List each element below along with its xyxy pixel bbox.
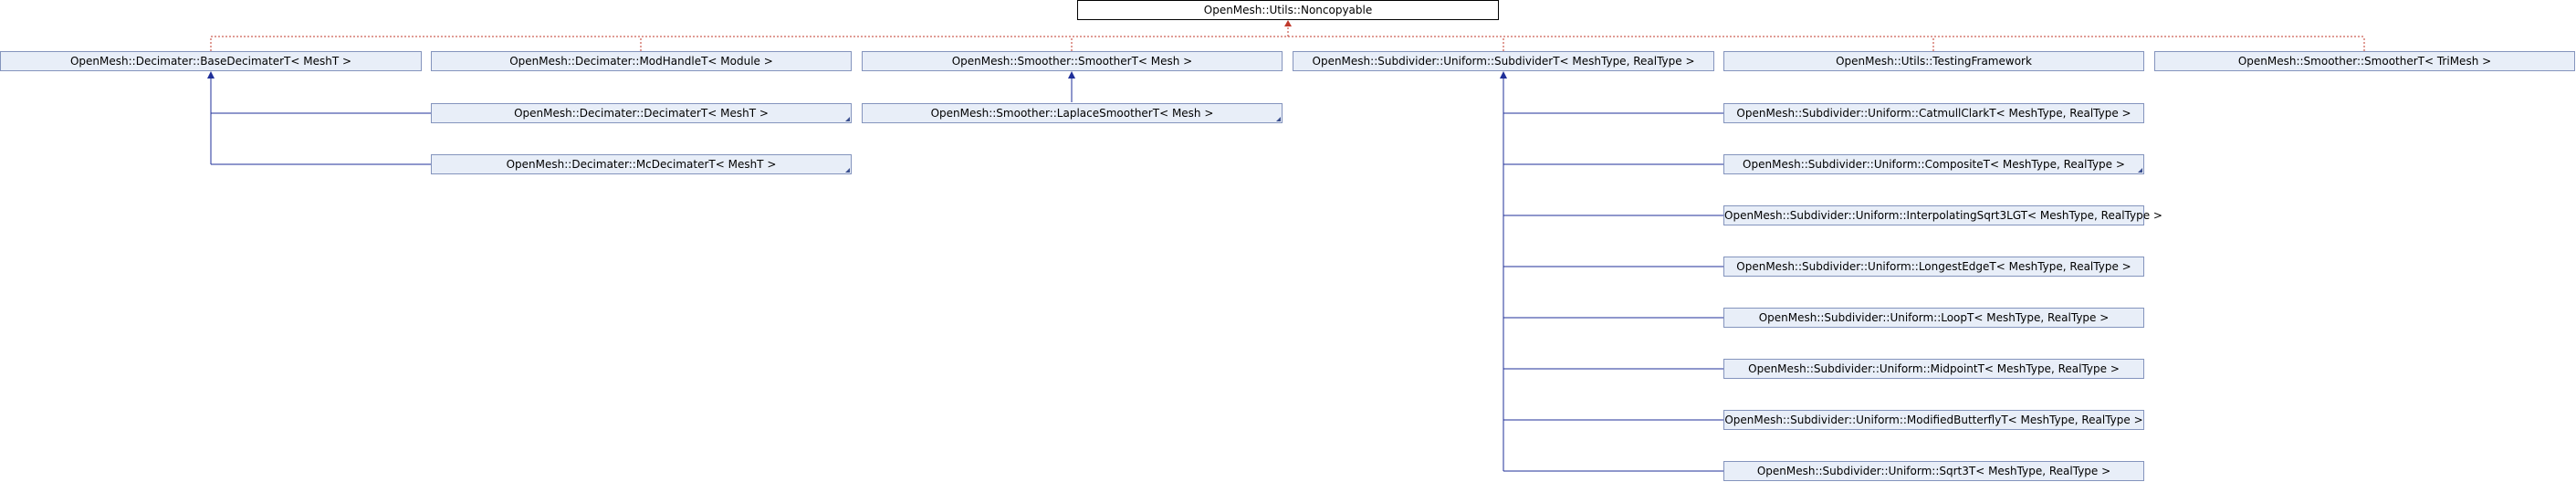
arrowhead-base-decimater xyxy=(207,71,215,79)
node-composite[interactable]: OpenMesh::Subdivider::Uniform::Composite… xyxy=(1723,154,2144,174)
node-laplace-smoother[interactable]: OpenMesh::Smoother::LaplaceSmootherT< Me… xyxy=(862,103,1283,123)
more-derived-marker-icon xyxy=(845,117,850,121)
node-mc-decimater[interactable]: OpenMesh::Decimater::McDecimaterT< MeshT… xyxy=(431,154,852,174)
node-laplace-smoother-label: OpenMesh::Smoother::LaplaceSmootherT< Me… xyxy=(930,107,1214,120)
node-catmull-clark[interactable]: OpenMesh::Subdivider::Uniform::CatmullCl… xyxy=(1723,103,2144,123)
node-interpolating-sqrt3lg[interactable]: OpenMesh::Subdivider::Uniform::Interpola… xyxy=(1723,205,2162,225)
node-composite-label: OpenMesh::Subdivider::Uniform::Composite… xyxy=(1743,158,2125,171)
node-loop[interactable]: OpenMesh::Subdivider::Uniform::LoopT< Me… xyxy=(1723,308,2144,328)
more-derived-marker-icon xyxy=(845,168,850,173)
node-noncopyable: OpenMesh::Utils::Noncopyable xyxy=(1077,0,1499,20)
node-decimater[interactable]: OpenMesh::Decimater::DecimaterT< MeshT > xyxy=(431,103,852,123)
node-decimater-label: OpenMesh::Decimater::DecimaterT< MeshT > xyxy=(514,107,769,120)
node-subdivider[interactable]: OpenMesh::Subdivider::Uniform::Subdivide… xyxy=(1293,51,1714,71)
node-testing-framework[interactable]: OpenMesh::Utils::TestingFramework xyxy=(1723,51,2144,71)
node-smoother-trimesh[interactable]: OpenMesh::Smoother::SmootherT< TriMesh > xyxy=(2154,51,2575,71)
node-modified-butterfly[interactable]: OpenMesh::Subdivider::Uniform::ModifiedB… xyxy=(1723,410,2144,430)
noncopyable-edges xyxy=(210,26,2365,51)
node-base-decimater[interactable]: OpenMesh::Decimater::BaseDecimaterT< Mes… xyxy=(0,51,422,71)
more-derived-marker-icon xyxy=(1276,117,1281,121)
base-decimater-edges xyxy=(210,77,431,165)
node-mod-handle[interactable]: OpenMesh::Decimater::ModHandleT< Module … xyxy=(431,51,852,71)
arrowhead-smoother xyxy=(1068,71,1075,79)
more-derived-marker-icon xyxy=(2138,168,2142,173)
arrowhead-noncopyable xyxy=(1284,20,1292,26)
node-midpoint[interactable]: OpenMesh::Subdivider::Uniform::MidpointT… xyxy=(1723,359,2144,379)
node-sqrt3[interactable]: OpenMesh::Subdivider::Uniform::Sqrt3T< M… xyxy=(1723,461,2144,481)
node-mc-decimater-label: OpenMesh::Decimater::McDecimaterT< MeshT… xyxy=(506,158,777,171)
subdivider-edges xyxy=(1503,77,1723,472)
arrowhead-subdivider xyxy=(1500,71,1507,79)
node-smoother[interactable]: OpenMesh::Smoother::SmootherT< Mesh > xyxy=(862,51,1283,71)
node-longest-edge[interactable]: OpenMesh::Subdivider::Uniform::LongestEd… xyxy=(1723,257,2144,277)
